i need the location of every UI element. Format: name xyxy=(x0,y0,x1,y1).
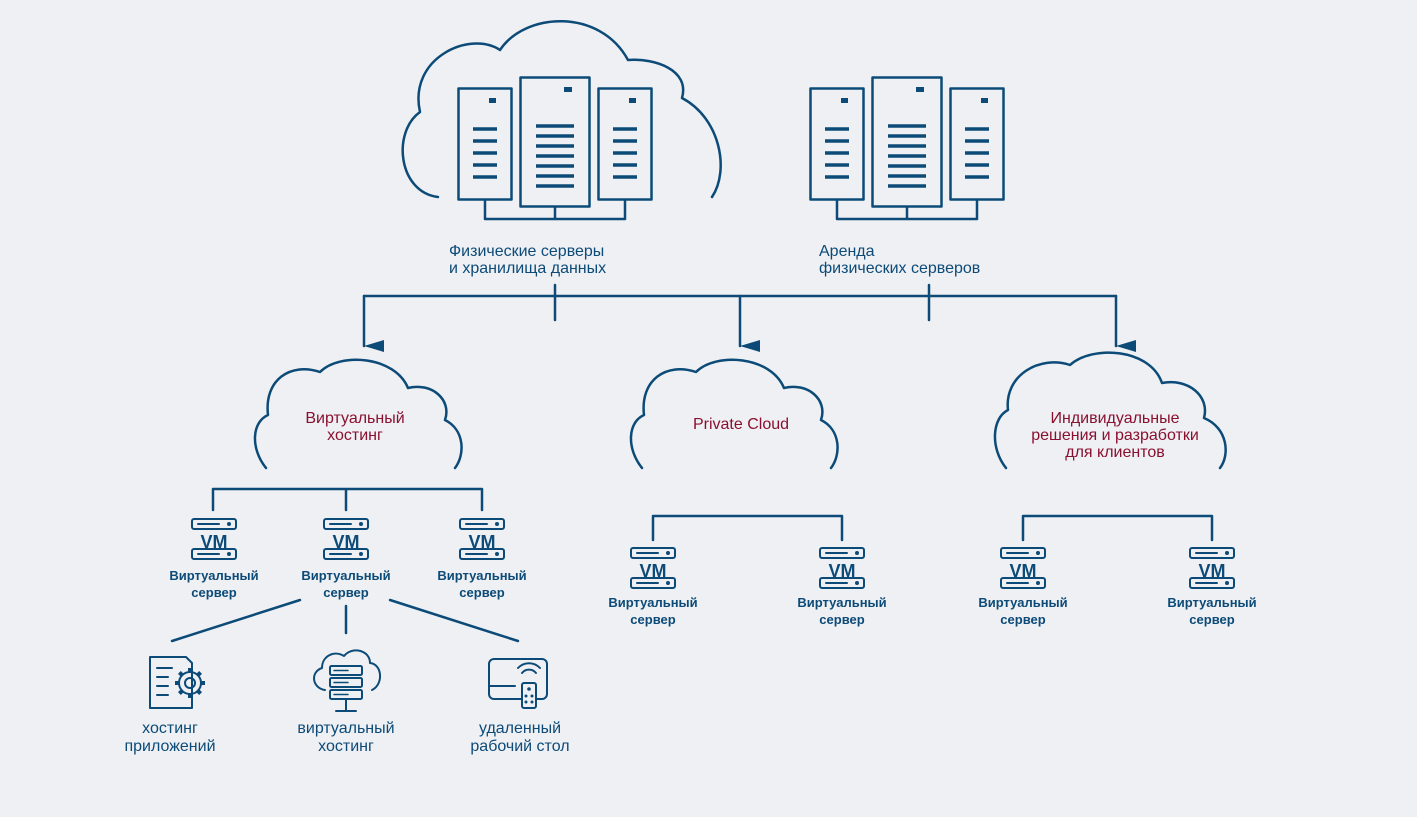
main-cloud-outline xyxy=(401,20,722,199)
cloud-server-icon xyxy=(313,649,381,712)
vm-icon: VM xyxy=(819,547,865,589)
svg-text:VM: VM xyxy=(1010,561,1037,581)
distribution-bus xyxy=(362,283,1136,352)
vm-icon: VM xyxy=(1189,547,1235,589)
app-settings-icon xyxy=(149,656,205,709)
remote-desktop-icon xyxy=(488,658,548,709)
svg-text:VM: VM xyxy=(201,532,228,552)
cloud-label-virtual-hosting: Виртуальный хостинг xyxy=(305,410,405,444)
svg-text:VM: VM xyxy=(829,561,856,581)
physical-servers-icon xyxy=(457,76,653,221)
cloud-virtual-hosting xyxy=(253,358,463,470)
cloud-label-custom-solutions: Индивидуальные решения и разработки для … xyxy=(1031,410,1199,461)
cloud-private-cloud xyxy=(629,358,839,470)
rental-servers-label: Аренда физических серверов xyxy=(819,243,981,277)
tree-connectors xyxy=(170,487,1214,643)
svg-text:VM: VM xyxy=(640,561,667,581)
svg-text:VM: VM xyxy=(469,532,496,552)
physical-servers-label: Физические серверы и хранилища данных xyxy=(449,243,607,277)
vm-icon: VM xyxy=(459,518,505,560)
svg-text:VM: VM xyxy=(1199,561,1226,581)
svg-text:VM: VM xyxy=(333,532,360,552)
vm-icon: VM xyxy=(323,518,369,560)
rental-servers-icon xyxy=(809,76,1005,221)
cloud-label-private-cloud: Private Cloud xyxy=(692,416,790,433)
vm-icon: VM xyxy=(1000,547,1046,589)
vm-icon: VM xyxy=(191,518,237,560)
cloud-custom-solutions xyxy=(993,351,1227,470)
vm-icon: VM xyxy=(630,547,676,589)
